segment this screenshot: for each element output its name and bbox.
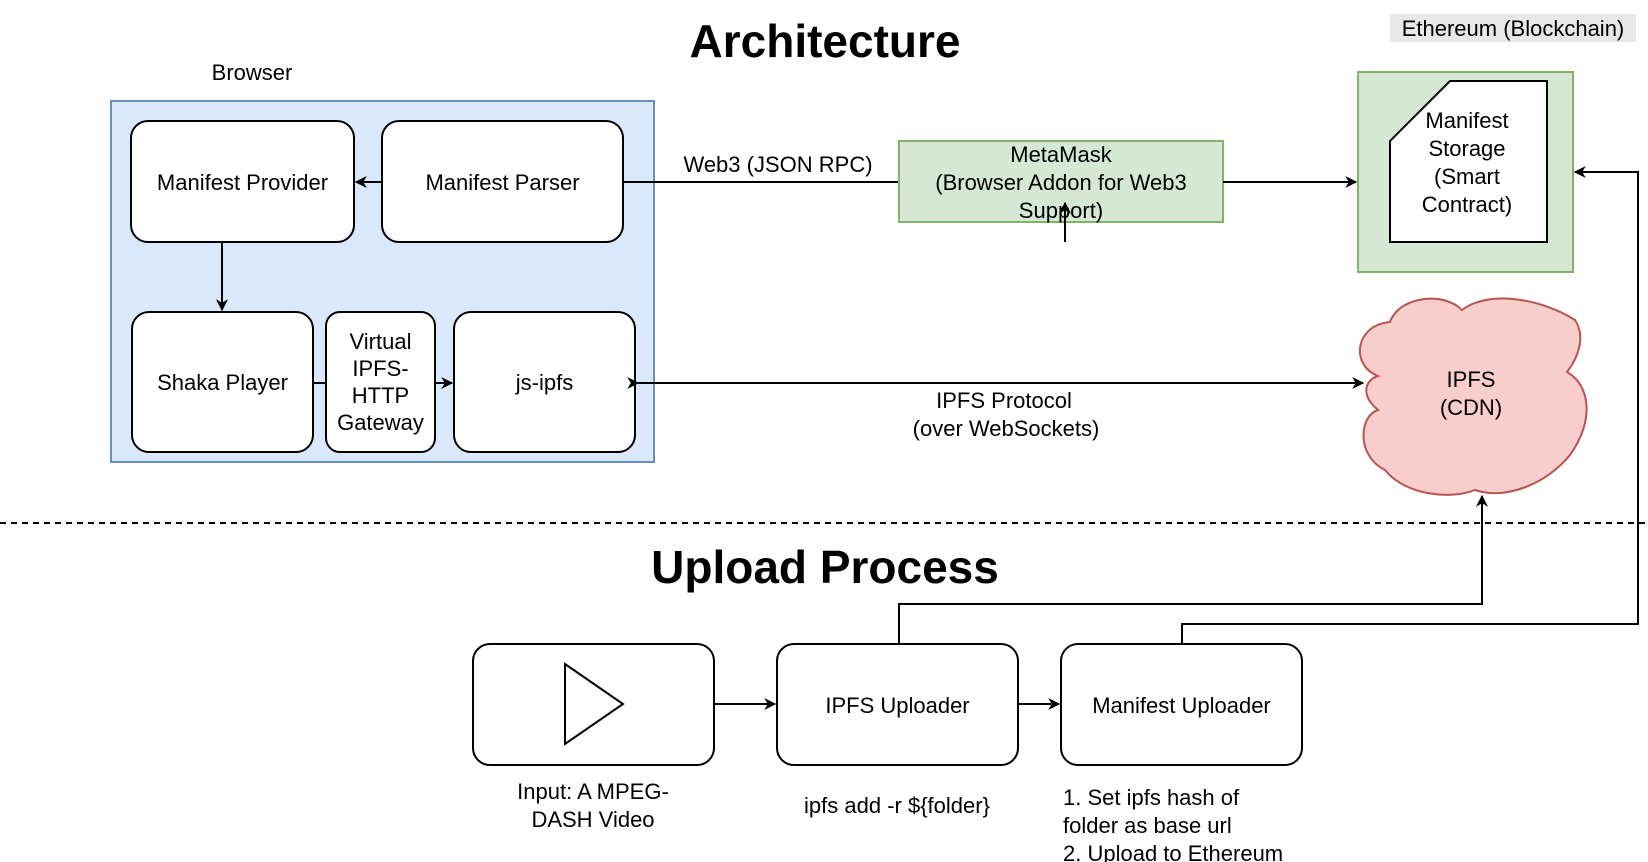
ipfs-line-2: (CDN) [1440,395,1502,420]
virtual-gateway-line-2: IPFS- [352,356,408,381]
manifest-step-2: 2. Upload to Ethereum [1063,841,1283,862]
manifest-provider-label: Manifest Provider [157,170,328,195]
storage-card-icon [1389,80,1548,243]
ethereum-label: Ethereum (Blockchain) [1402,16,1625,41]
input-caption-line-2: DASH Video [531,807,654,832]
web3-label: Web3 (JSON RPC) [683,152,872,177]
edge-ipfs-uploader-to-ipfs [898,494,1488,644]
input-caption-line-1: Input: A MPEG- [517,779,669,804]
virtual-gateway-node: Virtual IPFS- HTTP Gateway [325,311,436,453]
ipfs-uploader-node: IPFS Uploader [776,643,1019,766]
cloud-icon [1358,297,1588,496]
virtual-gateway-line-4: Gateway [337,410,424,435]
browser-label: Browser [212,60,293,85]
ipfs-cloud-node: IPFS (CDN) [1358,297,1588,496]
ethereum-label-background [1390,14,1636,42]
ipfs-protocol-line-2: (over WebSockets) [913,416,1100,441]
manifest-storage-line-4: Contract) [1422,192,1512,217]
ipfs-line-1: IPFS [1447,367,1496,392]
manifest-parser-label: Manifest Parser [425,170,579,195]
edge-manifest-uploader-to-ethereum [1181,166,1639,644]
video-input-node [472,643,715,766]
metamask-line-2: (Browser Addon for Web3 [935,170,1187,195]
virtual-gateway-line-3: HTTP [352,383,409,408]
manifest-storage-line-3: (Smart [1434,164,1500,189]
upload-process-heading: Upload Process [651,541,999,593]
ipfs-uploader-label: IPFS Uploader [825,693,969,718]
manifest-uploader-node: Manifest Uploader [1060,643,1303,766]
metamask-node: MetaMask (Browser Addon for Web3 Support… [898,140,1224,223]
manifest-step-1a: 1. Set ipfs hash of [1063,785,1240,810]
js-ipfs-label: js-ipfs [515,370,573,395]
manifest-storage-node: Manifest Storage (Smart Contract) [1389,80,1548,243]
metamask-line-1: MetaMask [1010,142,1112,167]
manifest-step-1b: folder as base url [1063,813,1232,838]
manifest-storage-line-2: Storage [1428,136,1505,161]
metamask-line-3: Support) [1019,198,1103,223]
shaka-player-label: Shaka Player [157,370,288,395]
virtual-gateway-line-1: Virtual [350,329,412,354]
architecture-heading: Architecture [690,15,961,67]
js-ipfs-node: js-ipfs [453,311,636,453]
manifest-parser-node: Manifest Parser [381,120,624,243]
manifest-provider-node: Manifest Provider [130,120,355,243]
manifest-uploader-label: Manifest Uploader [1092,693,1271,718]
ipfs-protocol-line-1: IPFS Protocol [936,388,1072,413]
ipfs-command-caption: ipfs add -r ${folder} [804,793,990,818]
shaka-player-node: Shaka Player [131,311,314,453]
manifest-storage-line-1: Manifest [1425,108,1508,133]
play-triangle-icon [564,662,625,746]
